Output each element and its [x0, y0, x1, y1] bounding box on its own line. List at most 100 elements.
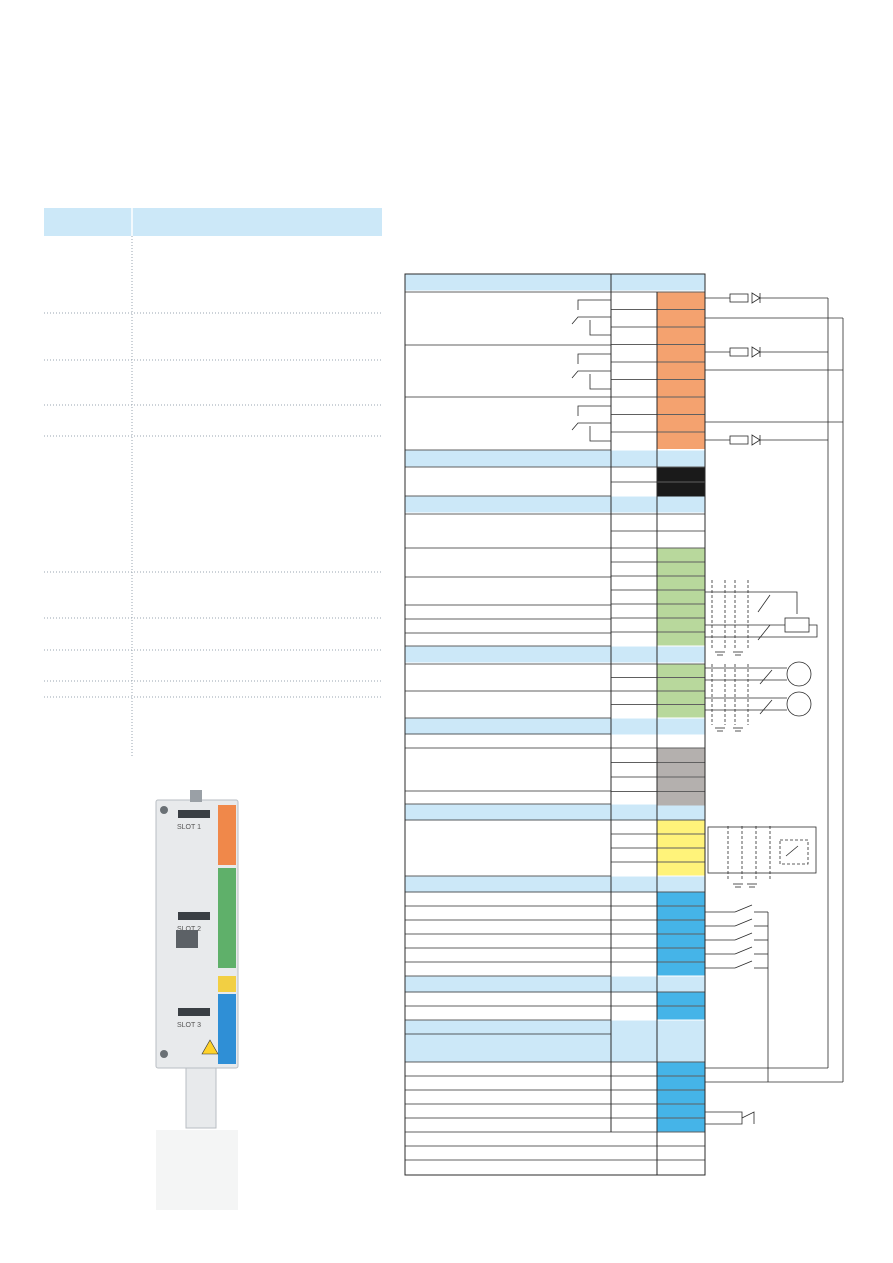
gray-terminal	[657, 792, 705, 806]
terminal-table	[404, 273, 706, 1176]
ground-icon	[733, 651, 743, 656]
slot-1-socket	[178, 810, 210, 818]
analog-terminal	[657, 548, 705, 562]
ground-icon	[733, 727, 743, 732]
diode	[751, 434, 761, 446]
meter-icon	[786, 661, 812, 687]
yellow-terminal	[657, 848, 705, 862]
ground-icon	[715, 651, 725, 656]
led-icon	[705, 292, 828, 304]
contact-wire	[589, 374, 611, 390]
terminal-group-header	[405, 450, 705, 467]
relay-terminal	[657, 292, 705, 309]
switch-icon	[785, 845, 799, 857]
wiring-diagram	[705, 292, 844, 1125]
bottom-loop	[705, 1111, 743, 1125]
left-table-header	[44, 208, 382, 236]
digital-input-terminal	[657, 962, 705, 976]
analog-terminal	[657, 576, 705, 590]
pot-wire	[705, 624, 818, 638]
board-blue-connector	[218, 994, 236, 1064]
analog-output-terminal	[657, 664, 705, 677]
gray-terminal	[657, 777, 705, 791]
meter-icon	[786, 691, 812, 717]
diode	[751, 292, 761, 304]
board-green-connector	[218, 868, 236, 968]
pot-wiper	[705, 591, 798, 614]
di-contact	[734, 960, 753, 969]
relay-terminal	[657, 380, 705, 397]
ground-icon	[733, 883, 743, 888]
yellow-terminal	[657, 834, 705, 848]
di-contact	[734, 918, 753, 927]
ground-icon	[747, 883, 757, 888]
analog-output-terminal	[657, 705, 705, 718]
yellow-terminal	[657, 862, 705, 876]
slot-2-label: SLOT 2	[177, 926, 201, 933]
terminal-group-header	[405, 718, 705, 735]
yellow-terminal	[657, 820, 705, 834]
slot-1-label: SLOT 1	[177, 824, 201, 831]
di-contact	[734, 946, 753, 955]
digital-input-terminal	[657, 892, 705, 906]
relay-terminal	[657, 362, 705, 379]
bottom-terminal	[657, 1076, 705, 1090]
contact-wire	[571, 370, 611, 379]
terminal-group-header	[405, 646, 705, 663]
contact-wire	[571, 316, 611, 325]
yellow-loop	[707, 826, 817, 874]
relay-terminal	[657, 345, 705, 362]
digital-input-terminal	[657, 906, 705, 920]
digital-input-terminal	[657, 920, 705, 934]
switch-icon	[757, 624, 771, 641]
gray-terminal	[657, 748, 705, 762]
terminal-group-header	[405, 804, 705, 821]
led-icon	[705, 434, 828, 446]
analog-terminal	[657, 632, 705, 646]
relay-contact-icon	[571, 405, 611, 442]
terminal-table-frame	[404, 273, 706, 1176]
yellow-switch-box	[779, 839, 809, 865]
board-top-screw	[190, 790, 202, 802]
analog-terminal	[657, 618, 705, 632]
slot-3-label: SLOT 3	[177, 1022, 201, 1029]
switch-icon	[705, 946, 768, 955]
bottom-terminal	[657, 1062, 705, 1076]
black-terminal	[657, 482, 705, 497]
terminal-group-header	[405, 274, 705, 291]
black-terminal	[657, 467, 705, 482]
gray-terminal	[657, 763, 705, 777]
switch-icon	[705, 918, 768, 927]
relay-terminal	[657, 310, 705, 327]
analog-output-terminal	[657, 691, 705, 704]
analog-terminal	[657, 604, 705, 618]
digital-io-terminal	[657, 1006, 705, 1020]
terminal-group-header	[405, 976, 705, 993]
potentiometer-icon	[784, 617, 810, 633]
relay-contact-icon	[571, 353, 611, 390]
relay-terminal	[657, 432, 705, 449]
board-yellow-connector	[218, 976, 236, 992]
switch-icon	[757, 594, 771, 613]
bottom-contact	[741, 1111, 755, 1124]
bottom-terminal	[657, 1104, 705, 1118]
resistor	[729, 293, 749, 303]
bottom-terminal	[657, 1118, 705, 1132]
board-mount-hole	[160, 806, 168, 814]
bottom-terminal	[657, 1090, 705, 1104]
analog-terminal	[657, 562, 705, 576]
contact-wire	[589, 426, 611, 442]
board-reflection	[156, 1130, 238, 1210]
switch-icon	[705, 1111, 755, 1125]
digital-io-terminal	[657, 992, 705, 1006]
slot-3-socket	[178, 1008, 210, 1016]
digital-input-terminal	[657, 948, 705, 962]
terminal-group-header	[405, 1020, 705, 1037]
slot-2-socket	[178, 912, 210, 920]
left-table-row-dividers	[44, 312, 382, 698]
contact-wire	[577, 299, 611, 310]
board-relay-connector	[218, 805, 236, 865]
switch-icon	[759, 669, 773, 685]
terminal-group-header	[405, 1034, 705, 1062]
